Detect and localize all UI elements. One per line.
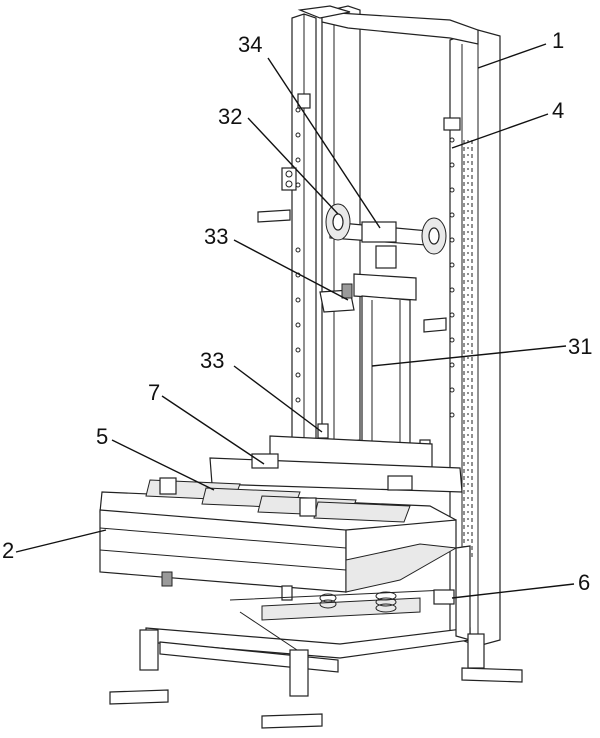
leveling-feet — [109, 629, 523, 729]
label-34: 34 — [238, 32, 262, 57]
base-frame — [99, 509, 458, 601]
lower-frame — [145, 545, 471, 673]
carriage-back-plate — [209, 435, 463, 493]
label-6: 6 — [578, 570, 590, 595]
label-33-upper: 33 — [204, 224, 228, 249]
label-31: 31 — [568, 334, 592, 359]
lift-cylinder — [353, 245, 417, 457]
column-brackets — [257, 93, 461, 223]
label-4: 4 — [552, 98, 564, 123]
label-5: 5 — [96, 424, 108, 449]
label-2: 2 — [2, 538, 14, 563]
leader-lines — [15, 43, 575, 599]
drive-chain — [463, 140, 473, 560]
label-33-lower: 33 — [200, 348, 224, 373]
label-1: 1 — [552, 28, 564, 53]
label-32: 32 — [218, 104, 242, 129]
label-7: 7 — [148, 380, 160, 405]
sprocket-shaft — [325, 203, 447, 255]
reference-labels: 1 4 34 32 33 31 33 7 5 2 6 — [2, 28, 592, 595]
